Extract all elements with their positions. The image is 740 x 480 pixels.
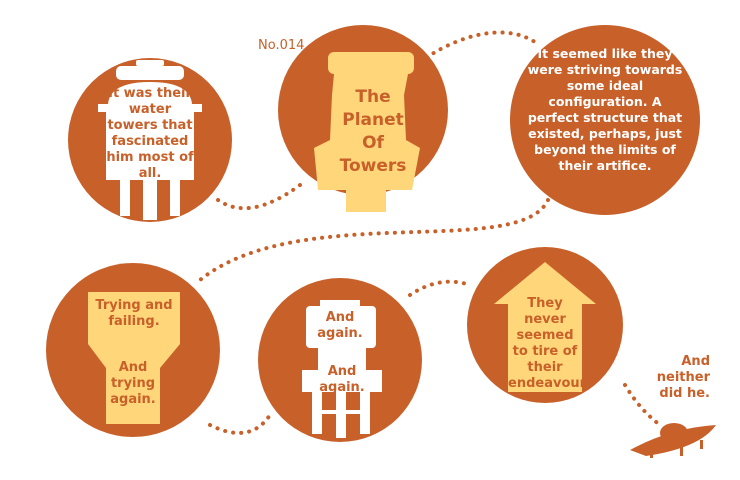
water-tower-icon [98,60,202,220]
title-line-2: Planet [342,110,404,130]
connector-6-ufo [623,383,662,427]
title-block: The Planet Of Towers [333,86,413,178]
connector-5-6 [408,279,472,297]
title-line-4: Towers [339,156,407,176]
issue-number: No.014 [258,38,305,53]
panel-4-text-b: And trying again. [110,360,156,407]
title-line-3: Of [362,133,384,153]
title-line-1: The [355,87,391,107]
panel-6-text: They never seemed to tire of their endea… [508,296,590,391]
water-tower-icon [494,262,596,392]
water-tower-icon [314,52,420,212]
water-tower-icon [302,300,382,438]
connector-4-5 [208,413,272,435]
water-tower-icon [88,292,180,424]
panel-7-text: And neither did he. [656,354,710,401]
panel-1-text: It was their water towers that fascinate… [106,86,194,181]
panel-4-text-a: Trying and failing. [95,298,173,329]
connector-2-3 [418,30,537,64]
connector-1-2 [216,183,302,211]
connector-3-4 [198,198,550,282]
panel-5-text-b: And again. [319,364,365,395]
panel-5-text-a: And again. [317,310,363,341]
ufo-icon [630,423,716,458]
panel-3-text: It seemed like they were striving toward… [527,46,683,173]
panel-circle-3 [510,25,700,215]
